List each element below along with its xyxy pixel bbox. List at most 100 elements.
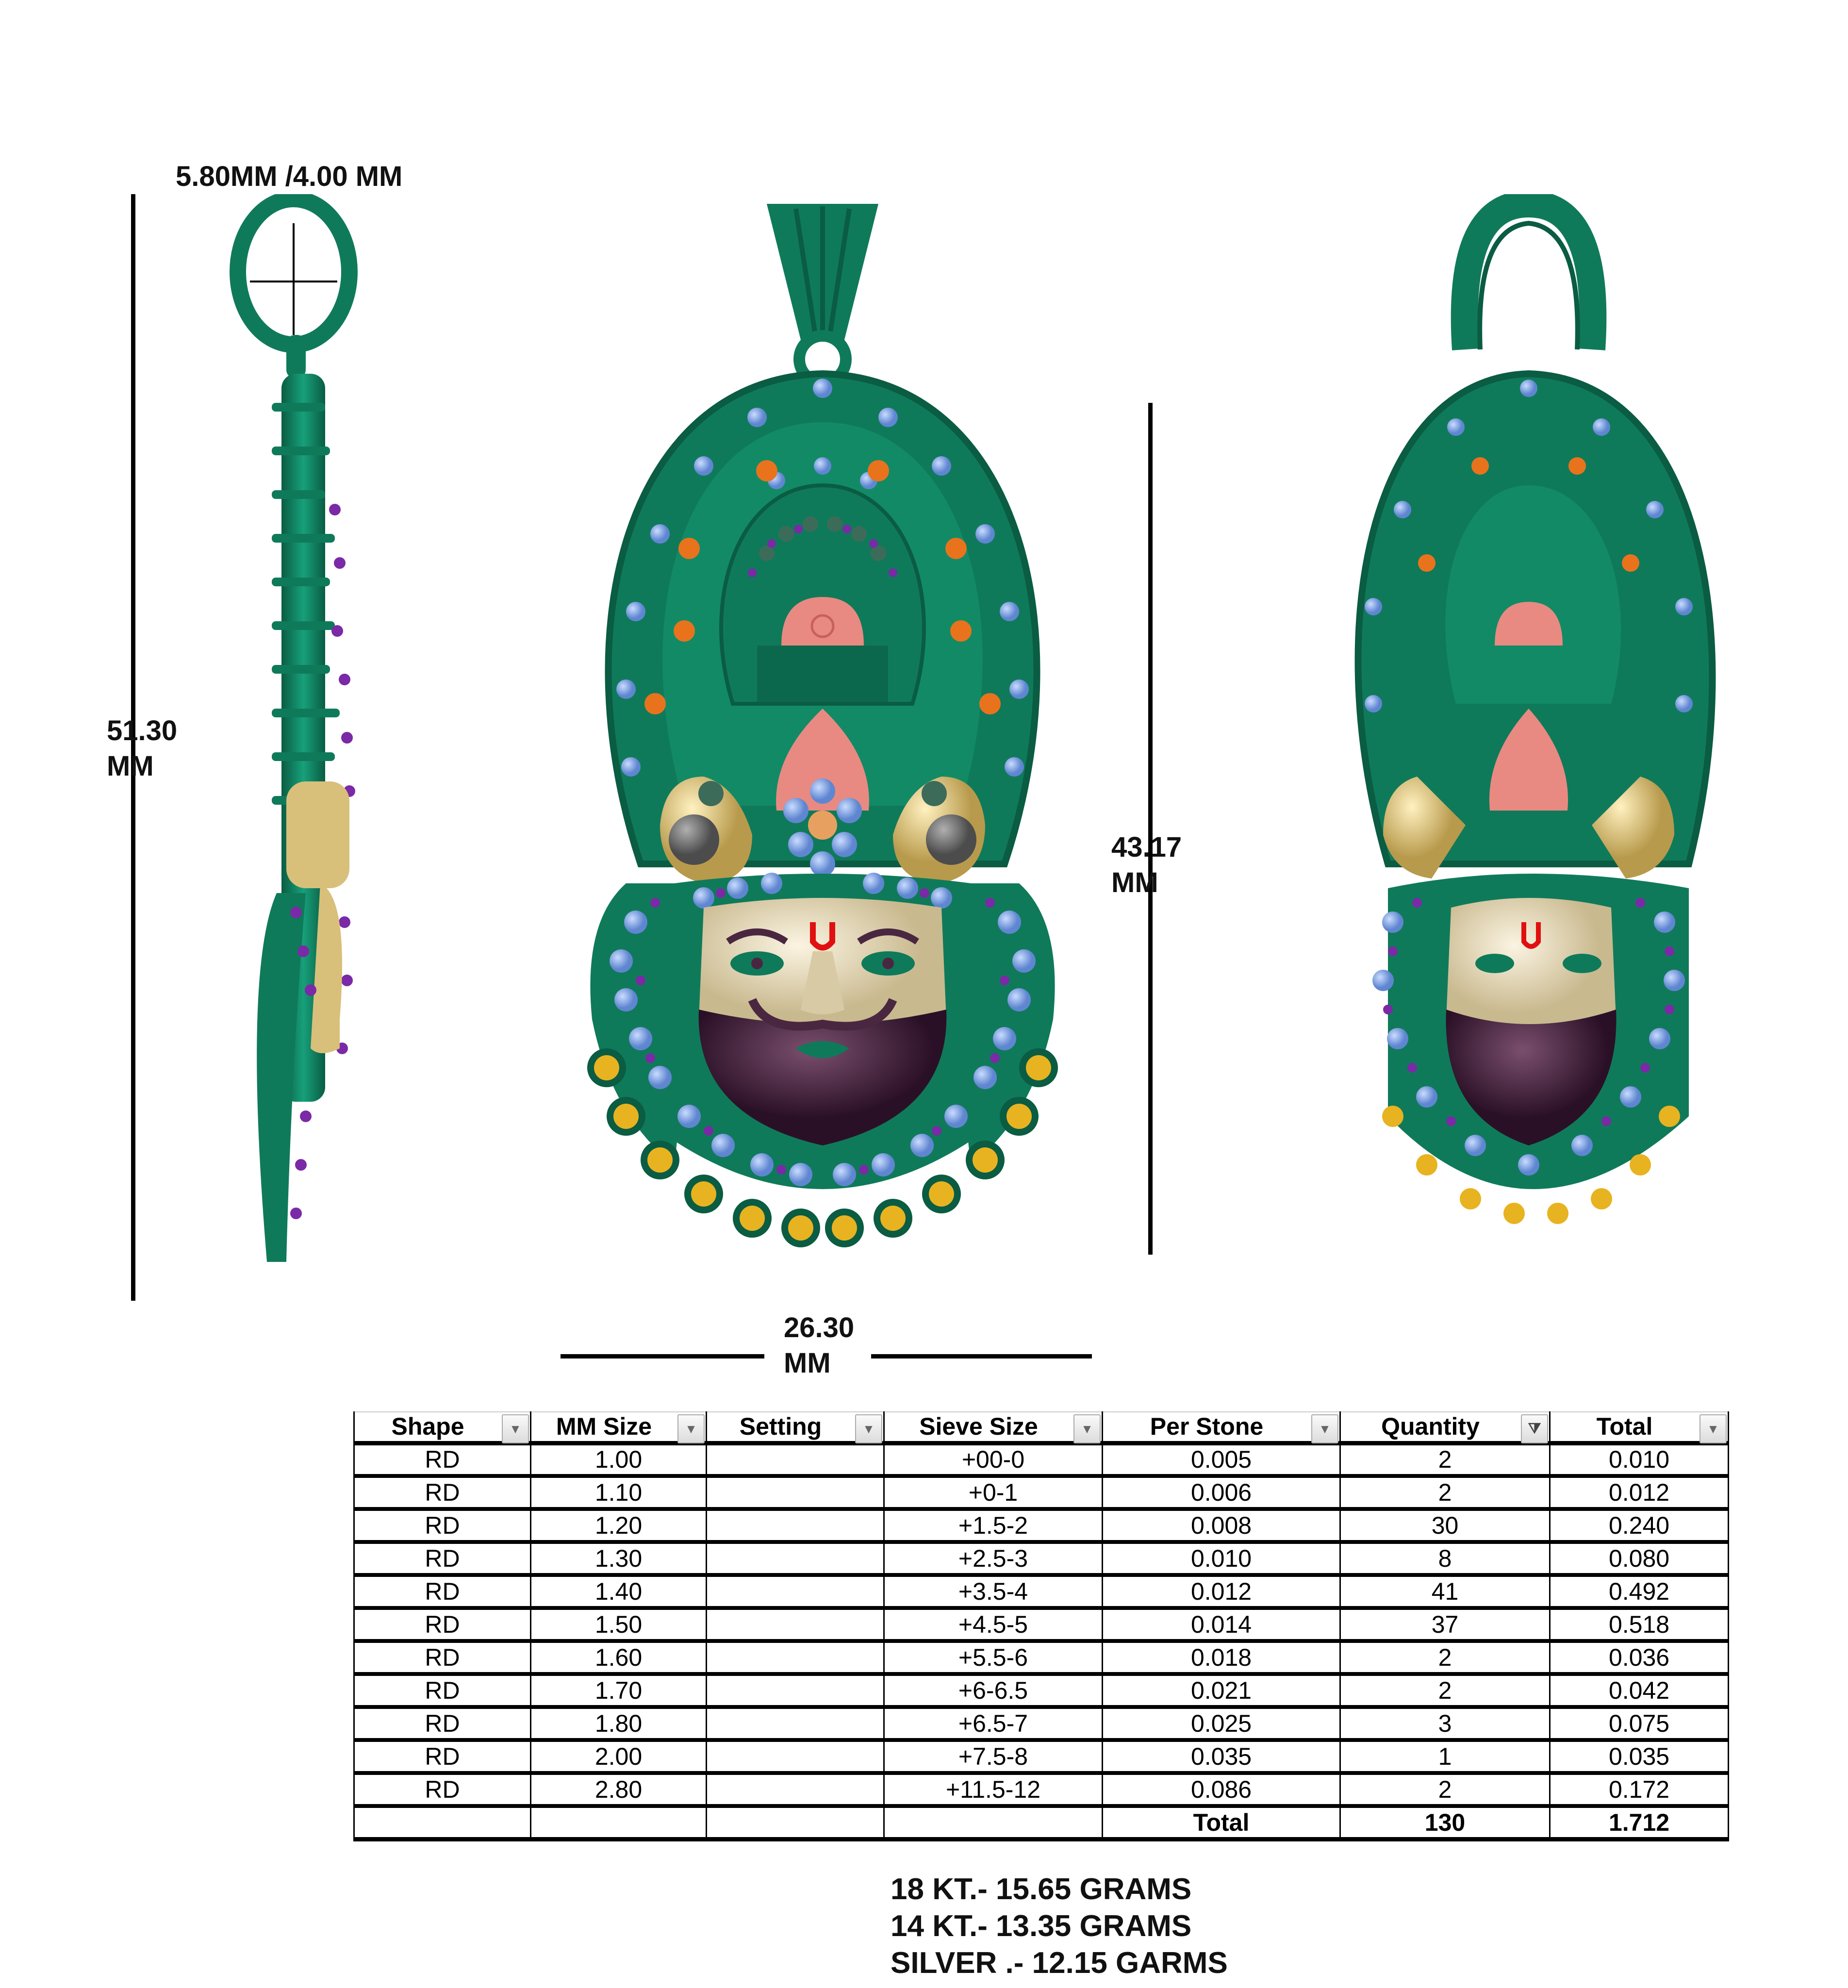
cell-sieve-size: +6-6.5 (883, 1673, 1103, 1709)
bail-size-label: 5.80MM /4.00 MM (176, 161, 403, 192)
width-unit: MM (784, 1347, 831, 1379)
cell-per-stone: 0.086 (1102, 1772, 1341, 1808)
cell-mm-size: 1.60 (530, 1640, 707, 1676)
cell-per-stone: 0.018 (1102, 1640, 1341, 1676)
cell-per-stone: 0.008 (1102, 1508, 1341, 1544)
cell-sieve-size: +0-1 (883, 1475, 1103, 1511)
cell-shape: RD (353, 1541, 531, 1577)
weight-silver: SILVER .- 12.15 GARMS (891, 1946, 1228, 1980)
table-header-row: Shape▼ MM Size▼ Setting▼ Sieve Size▼ Per… (353, 1411, 1729, 1445)
cell-shape: RD (353, 1442, 531, 1478)
cell-per-stone: 0.006 (1102, 1475, 1341, 1511)
total-cell-sieve-size (883, 1805, 1103, 1841)
total-cell-total: 1.712 (1549, 1805, 1729, 1841)
width-line-right (871, 1354, 1092, 1358)
cell-shape: RD (353, 1706, 531, 1742)
cell-shape: RD (353, 1739, 531, 1775)
total-cell-per-stone: Total (1102, 1805, 1341, 1841)
cell-total: 0.042 (1549, 1673, 1729, 1709)
cell-mm-size: 1.80 (530, 1706, 707, 1742)
cell-setting (706, 1508, 885, 1544)
cell-quantity: 2 (1339, 1442, 1551, 1478)
cell-quantity: 37 (1339, 1607, 1551, 1643)
cell-mm-size: 2.80 (530, 1772, 707, 1808)
cell-per-stone: 0.021 (1102, 1673, 1341, 1709)
width-line-left (561, 1354, 764, 1358)
total-cell-shape (353, 1805, 531, 1841)
cell-total: 0.240 (1549, 1508, 1729, 1544)
cell-sieve-size: +2.5-3 (883, 1541, 1103, 1577)
cell-quantity: 1 (1339, 1739, 1551, 1775)
cell-sieve-size: +7.5-8 (883, 1739, 1103, 1775)
cell-total: 0.075 (1549, 1706, 1729, 1742)
cell-sieve-size: +00-0 (883, 1442, 1103, 1478)
cell-per-stone: 0.035 (1102, 1739, 1341, 1775)
filter-active-icon[interactable]: ⧩ (1521, 1414, 1548, 1443)
overall-height-unit: MM (107, 750, 154, 782)
cell-total: 0.036 (1549, 1640, 1729, 1676)
cell-quantity: 30 (1339, 1508, 1551, 1544)
cell-mm-size: 1.70 (530, 1673, 707, 1709)
cell-setting (706, 1607, 885, 1643)
cell-per-stone: 0.010 (1102, 1541, 1341, 1577)
cell-total: 0.010 (1549, 1442, 1729, 1478)
cell-total: 0.080 (1549, 1541, 1729, 1577)
cell-quantity: 2 (1339, 1640, 1551, 1676)
cell-total: 0.012 (1549, 1475, 1729, 1511)
cell-shape: RD (353, 1673, 531, 1709)
cell-shape: RD (353, 1508, 531, 1544)
filter-dropdown-icon[interactable]: ▼ (1311, 1414, 1338, 1443)
filter-dropdown-icon[interactable]: ▼ (502, 1414, 529, 1443)
cell-sieve-size: +11.5-12 (883, 1772, 1103, 1808)
cell-sieve-size: +6.5-7 (883, 1706, 1103, 1742)
pendant-front-view (544, 194, 1102, 1272)
cell-mm-size: 1.40 (530, 1574, 707, 1610)
cell-quantity: 2 (1339, 1772, 1551, 1808)
width-label: 26.30 MM (784, 1310, 854, 1381)
cell-shape: RD (353, 1772, 531, 1808)
filter-dropdown-icon[interactable]: ▼ (855, 1414, 882, 1443)
pendant-perspective-render (1354, 194, 1716, 1224)
cell-setting (706, 1739, 885, 1775)
pendant-perspective-view (1320, 194, 1732, 1272)
body-height-value: 43.17 (1111, 831, 1182, 863)
cell-quantity: 2 (1339, 1673, 1551, 1709)
stone-details-table: Shape▼ MM Size▼ Setting▼ Sieve Size▼ Per… (353, 1411, 1729, 1841)
cell-total: 0.035 (1549, 1739, 1729, 1775)
filter-dropdown-icon[interactable]: ▼ (1700, 1414, 1727, 1443)
cell-shape: RD (353, 1574, 531, 1610)
cell-mm-size: 1.00 (530, 1442, 707, 1478)
cell-per-stone: 0.014 (1102, 1607, 1341, 1643)
cell-mm-size: 1.20 (530, 1508, 707, 1544)
filter-dropdown-icon[interactable]: ▼ (677, 1414, 705, 1443)
cell-sieve-size: +1.5-2 (883, 1508, 1103, 1544)
cell-setting (706, 1541, 885, 1577)
weight-14kt: 14 KT.- 13.35 GRAMS (891, 1909, 1192, 1943)
overall-height-line (131, 194, 135, 1301)
body-height-line (1148, 403, 1153, 1255)
cell-mm-size: 1.30 (530, 1541, 707, 1577)
header-total: Total▼ (1549, 1411, 1729, 1445)
pendant-front-render (587, 204, 1058, 1247)
total-cell-quantity: 130 (1339, 1805, 1551, 1841)
pendant-side-view (223, 194, 403, 1281)
cell-sieve-size: +5.5-6 (883, 1640, 1103, 1676)
pendant-side-render (230, 194, 358, 1262)
body-height-unit: MM (1111, 866, 1158, 898)
cell-quantity: 2 (1339, 1475, 1551, 1511)
cell-sieve-size: +4.5-5 (883, 1607, 1103, 1643)
header-per-stone: Per Stone▼ (1102, 1411, 1341, 1445)
cell-total: 0.518 (1549, 1607, 1729, 1643)
cell-setting (706, 1640, 885, 1676)
filter-dropdown-icon[interactable]: ▼ (1073, 1414, 1101, 1443)
cell-shape: RD (353, 1607, 531, 1643)
weight-18kt: 18 KT.- 15.65 GRAMS (891, 1872, 1192, 1906)
